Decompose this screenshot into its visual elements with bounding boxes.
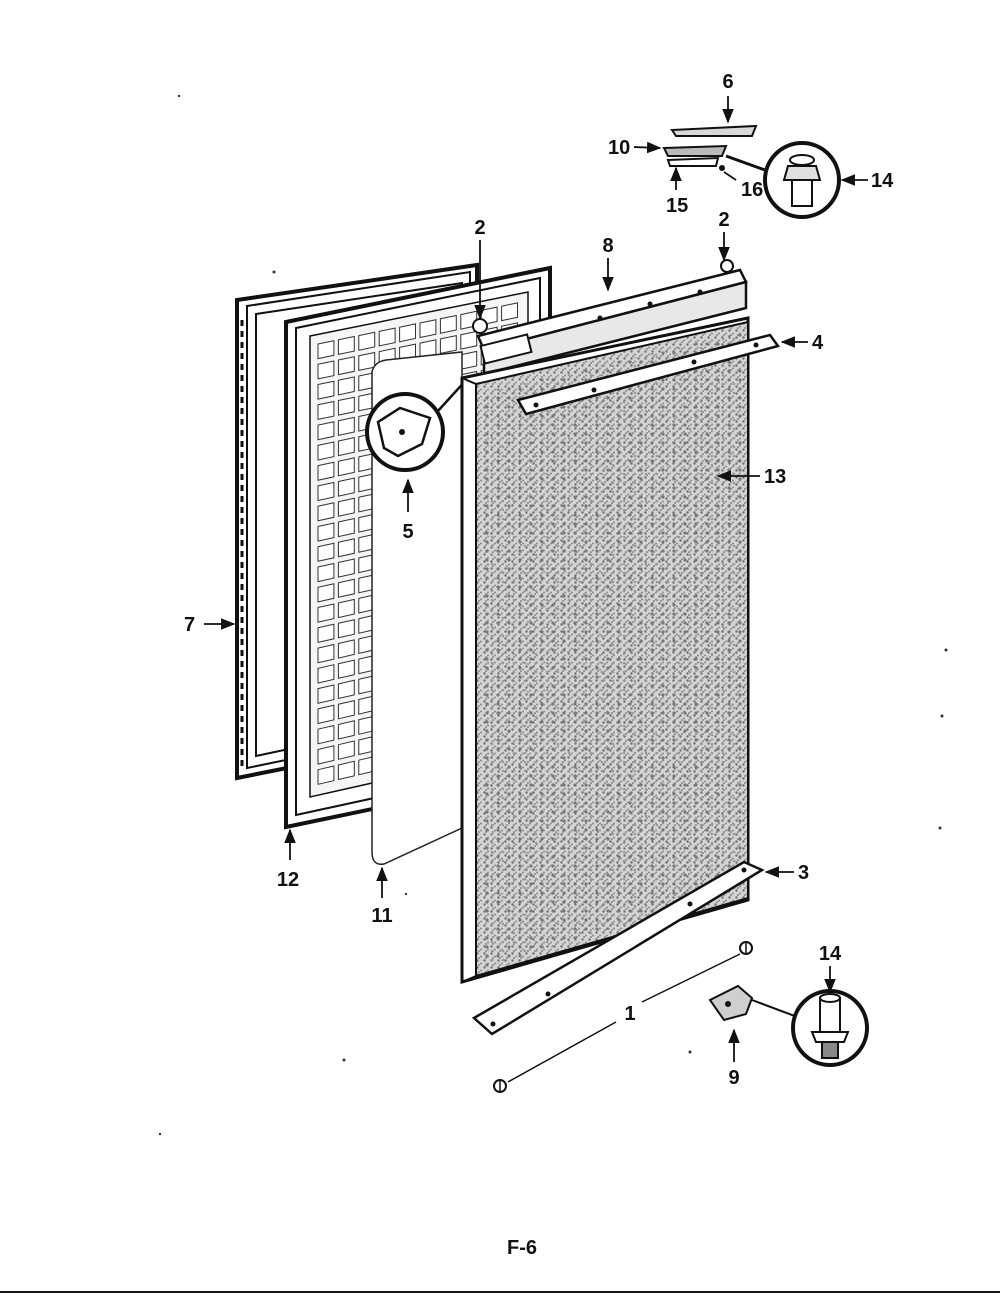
callout-10: 10 [608,137,630,159]
callout-6: 6 [722,71,733,93]
liner-grid-cell [337,598,355,619]
leader-lines [204,96,868,1062]
liner-grid-cell [337,477,355,497]
liner-grid-cell [501,302,518,322]
bottom-trim [471,860,765,1036]
callout-5: 5 [402,521,413,543]
liner-grid-cell [337,416,355,437]
liner-grid-cell [399,323,416,343]
liner-grid-cell [337,396,355,416]
washer [662,144,728,157]
hinge-pin-detail-lower [791,989,869,1067]
liner-grid-cell [317,441,335,461]
liner-grid-cell [337,517,355,538]
liner-grid-cell [317,745,335,765]
bottom-hinge [708,984,801,1022]
figure-id: F-6 [507,1237,537,1259]
liner-grid-cell [337,457,355,477]
callout-12: 12 [277,869,299,891]
liner-grid-cell [337,639,355,659]
liner-grid-cell [337,679,355,700]
liner-grid-cell [337,558,355,578]
screw-bottom [493,1079,507,1093]
liner-grid-cell [337,578,355,598]
liner-grid-cell [358,331,376,351]
liner-grid-cell [317,340,335,360]
liner-grid-cell [419,319,437,339]
leader-1b [507,1021,617,1083]
liner-grid-cell [317,461,335,481]
liner-grid-cell [337,356,355,376]
callout-2-right: 2 [718,209,729,231]
callout-14-lower: 14 [819,943,842,965]
liner-grid-cell [337,436,355,457]
liner-grid-cell [317,542,335,562]
callout-15: 15 [666,195,688,217]
liner-grid-cell [317,724,335,745]
liner-grid-cell [317,603,335,623]
callout-1: 1 [624,1003,635,1025]
liner-grid-cell [317,684,335,704]
spacer [666,156,720,167]
liner-grid-cell [337,720,355,740]
liner-grid-cell [337,659,355,679]
liner-grid-cell [317,400,335,421]
top-cap [670,124,758,137]
liner-grid-cell [317,360,335,380]
screw-top [739,941,753,955]
liner-grid-cell [460,330,478,350]
leader-1a [641,953,741,1003]
liner-grid-cell [337,497,355,517]
scan-specks [158,94,948,1136]
callout-4: 4 [812,332,824,354]
bushing [719,165,725,171]
liner-grid-cell [317,502,335,522]
outer-door-panel [460,316,750,984]
hinge-pin-detail-upper [725,141,841,219]
liner-grid-cell [317,704,335,725]
top-trim [516,333,781,416]
callout-13: 13 [764,466,786,488]
callout-11: 11 [371,905,392,927]
callout-2-left: 2 [474,217,485,239]
callout-8: 8 [602,235,613,257]
liner-grid-cell [317,481,335,502]
callout-16: 16 [741,179,763,201]
liner-grid-cell [337,619,355,639]
liner-grid-cell [337,538,355,558]
liner-grid-cell [317,380,335,400]
liner-grid-cell [317,421,335,441]
liner-grid-cell [317,522,335,542]
liner-grid-cell [337,699,355,720]
liner-grid-cell [317,583,335,603]
liner-grid-cell [317,562,335,583]
liner-grid-cell [337,760,355,781]
liner-grid-cell [317,664,335,684]
liner-grid-cell [358,351,376,372]
liner-grid-cell [337,740,355,760]
liner-grid-cell [317,623,335,644]
callout-3: 3 [798,862,809,884]
top-hinge-bracket [472,259,748,376]
liner-grid-cell [460,350,478,370]
liner-grid-cell [317,643,335,664]
liner-grid-cell [317,765,335,785]
liner-grid-cell [337,335,355,356]
liner-grid-cell [439,334,457,355]
clip-detail [365,377,469,472]
callout-14-upper: 14 [871,170,894,192]
callout-labels: 6 10 15 16 14 2 2 8 4 13 5 7 12 11 3 1 9… [184,71,894,1089]
liner-grid-cell [337,376,355,396]
callout-7: 7 [184,614,195,636]
liner-grid-cell [439,314,457,334]
liner-grid-cell [378,327,396,347]
callout-9: 9 [728,1067,739,1089]
